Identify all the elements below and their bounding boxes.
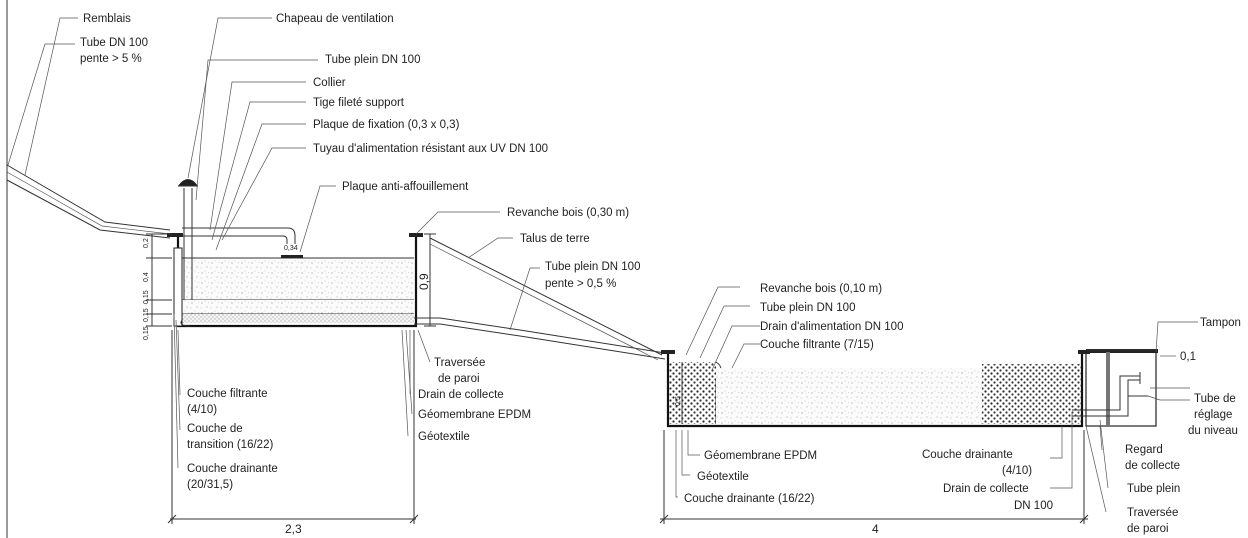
wood-edge-right-r <box>1078 350 1090 354</box>
wood-edge-left-r <box>661 350 675 354</box>
draining-gravel-right <box>982 364 1082 424</box>
label-tube-plein-top: Tube plein DN 100 <box>325 54 420 66</box>
draining-layer-20-31 <box>178 314 414 323</box>
dim-015a: 0,15 <box>143 290 150 304</box>
label-couche-drainante-410b: (4/10) <box>1002 465 1032 477</box>
manhole-cover <box>1086 349 1158 353</box>
label-plaque-fixation: Plaque de fixation (0,3 x 0,3) <box>313 119 460 131</box>
label-tube-plein-r: Tube plein DN 100 <box>760 302 855 314</box>
label-drain-collecte-r: Drain de collecte <box>943 483 1029 495</box>
basin-liner-right <box>666 352 1084 428</box>
labels: Remblais Tube DN 100 pente > 5 % Chapeau… <box>80 13 1241 535</box>
label-drain-collecte-rb: DN 100 <box>1014 500 1053 512</box>
label-geomembrane-1: Géomembrane EPDM <box>418 409 531 421</box>
label-couche-filtrante-410b: (4/10) <box>187 404 217 416</box>
label-regard: Regard <box>1125 444 1163 456</box>
left-filter-basin <box>167 179 666 360</box>
label-remblais: Remblais <box>83 13 131 25</box>
dim-width-left: 2,3 <box>285 522 302 536</box>
label-revanche-010: Revanche bois (0,10 m) <box>760 283 882 295</box>
label-tube-reglage: Tube de <box>1194 393 1236 405</box>
label-tube-reglage-b: réglage <box>1194 409 1232 421</box>
label-revanche-030: Revanche bois (0,30 m) <box>507 207 629 219</box>
dimension-lines <box>146 233 1156 524</box>
label-couche-drainante-410: Couche drainante <box>922 449 1013 461</box>
transition-layer <box>178 300 414 314</box>
anti-scour-plate <box>281 255 303 258</box>
dim-015b: 0,15 <box>143 308 150 322</box>
label-drain-alim: Drain d'alimentation DN 100 <box>760 321 903 333</box>
label-pente-05: pente > 0,5 % <box>545 278 616 290</box>
label-chapeau: Chapeau de ventilation <box>276 13 394 25</box>
label-tuyau-uv: Tuyau d'alimentation résistant aux UV DN… <box>313 143 548 155</box>
filter-layer-4-10 <box>178 258 414 300</box>
label-traversee-2b: de paroi <box>1127 523 1169 535</box>
label-traversee-1: Traversée <box>434 357 485 369</box>
label-plaque-anti: Plaque anti-affouillement <box>342 181 469 193</box>
label-couche-transition-b: transition (16/22) <box>187 439 273 451</box>
leader-lines <box>7 17 1198 513</box>
label-regard-b: de collecte <box>1125 460 1180 472</box>
label-geotextile-1: Géotextile <box>418 431 470 443</box>
dim-04: 0,4 <box>143 272 150 282</box>
label-talus: Talus de terre <box>520 233 590 245</box>
label-couche-filtrante-715: Couche filtrante (7/15) <box>760 339 874 351</box>
collection-manhole <box>1085 351 1157 427</box>
backfill-slope <box>6 164 171 239</box>
dim-05: 0,5 <box>675 396 682 406</box>
dim-015c: 0,15 <box>143 326 150 340</box>
label-traversee-1b: de paroi <box>438 373 480 385</box>
label-couche-filtrante-410: Couche filtrante <box>187 388 268 400</box>
wood-edge-right <box>409 233 423 237</box>
label-tube-plein-mid: Tube plein DN 100 <box>545 261 640 273</box>
wood-edge-left <box>167 233 183 237</box>
draining-gravel-left <box>668 362 716 424</box>
label-couche-drainante-1622: Couche drainante (16/22) <box>684 493 815 505</box>
label-traversee-2: Traversée <box>1127 507 1178 519</box>
dimension-values: 2,3 4 0,2 0,4 0,15 0,15 0,15 0,9 0,5 0,3… <box>143 238 879 536</box>
ventilation-cap <box>178 179 198 186</box>
label-pente-5: pente > 5 % <box>80 53 142 65</box>
label-tampon: Tampon <box>1200 317 1241 329</box>
right-filter-basin <box>661 349 1158 428</box>
dim-width-right: 4 <box>872 522 879 536</box>
label-tube-reglage-c: du niveau <box>1188 425 1238 437</box>
label-geomembrane-2: Géomembrane EPDM <box>704 450 817 462</box>
label-val-01: 0,1 <box>1180 351 1196 363</box>
label-couche-drainante-2031: Couche drainante <box>187 463 278 475</box>
earth-embankment <box>429 237 663 361</box>
label-couche-transition: Couche de <box>187 423 243 435</box>
filter-layer-7-15 <box>716 368 982 424</box>
label-drain-collecte: Drain de collecte <box>418 389 504 401</box>
label-collier: Collier <box>313 77 346 89</box>
label-geotextile-2: Géotextile <box>697 471 749 483</box>
label-tube-dn100: Tube DN 100 <box>80 37 148 49</box>
dim-02: 0,2 <box>143 238 150 248</box>
label-tige: Tige fileté support <box>313 97 405 109</box>
dim-09: 0,9 <box>417 273 431 290</box>
dim-034: 0,34 <box>284 245 298 252</box>
label-tube-plein-br: Tube plein <box>1127 483 1180 495</box>
label-couche-drainante-2031b: (20/31,5) <box>187 479 233 491</box>
